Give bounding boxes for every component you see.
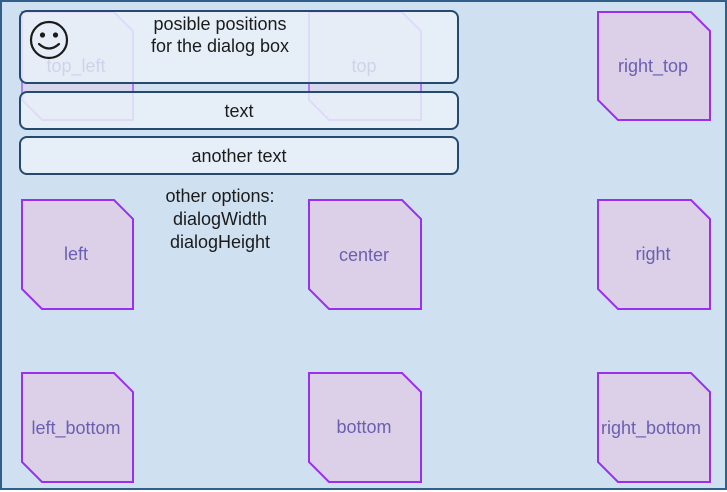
smiley-face-icon	[29, 20, 69, 60]
text-field-label: text	[224, 101, 254, 121]
text-field[interactable]	[19, 91, 459, 130]
tile-right	[597, 199, 711, 310]
another-text-field[interactable]	[19, 136, 459, 175]
tile-label-right: right	[635, 244, 671, 264]
tile-label-right-top: right_top	[617, 56, 689, 76]
tile-label-bottom: bottom	[336, 417, 392, 437]
dialog-title-line2: for the dialog box	[150, 36, 290, 56]
tile-label-left: left	[63, 244, 88, 264]
option-dialog-width: dialogWidth	[172, 209, 268, 229]
tile-label-center: center	[338, 245, 390, 265]
tile-bottom	[308, 372, 422, 483]
tile-label-left-bottom: left_bottom	[31, 418, 121, 438]
tile-right-top	[597, 11, 711, 121]
dialog-title-line1: posible positions	[153, 14, 287, 34]
tile-right-bottom	[597, 372, 711, 483]
tile-left	[21, 199, 134, 310]
tile-left-bottom	[21, 372, 134, 483]
tile-label-right-bottom: right_bottom	[600, 418, 702, 438]
other-options: other options: dialogWidth dialogHeight	[140, 185, 300, 254]
options-heading: other options:	[165, 186, 275, 206]
another-text-field-label: another text	[191, 146, 287, 166]
option-dialog-height: dialogHeight	[169, 232, 271, 252]
tile-center	[308, 199, 422, 310]
dialog-box[interactable]	[19, 10, 459, 84]
dialog-title: posible positions for the dialog box	[120, 13, 320, 57]
